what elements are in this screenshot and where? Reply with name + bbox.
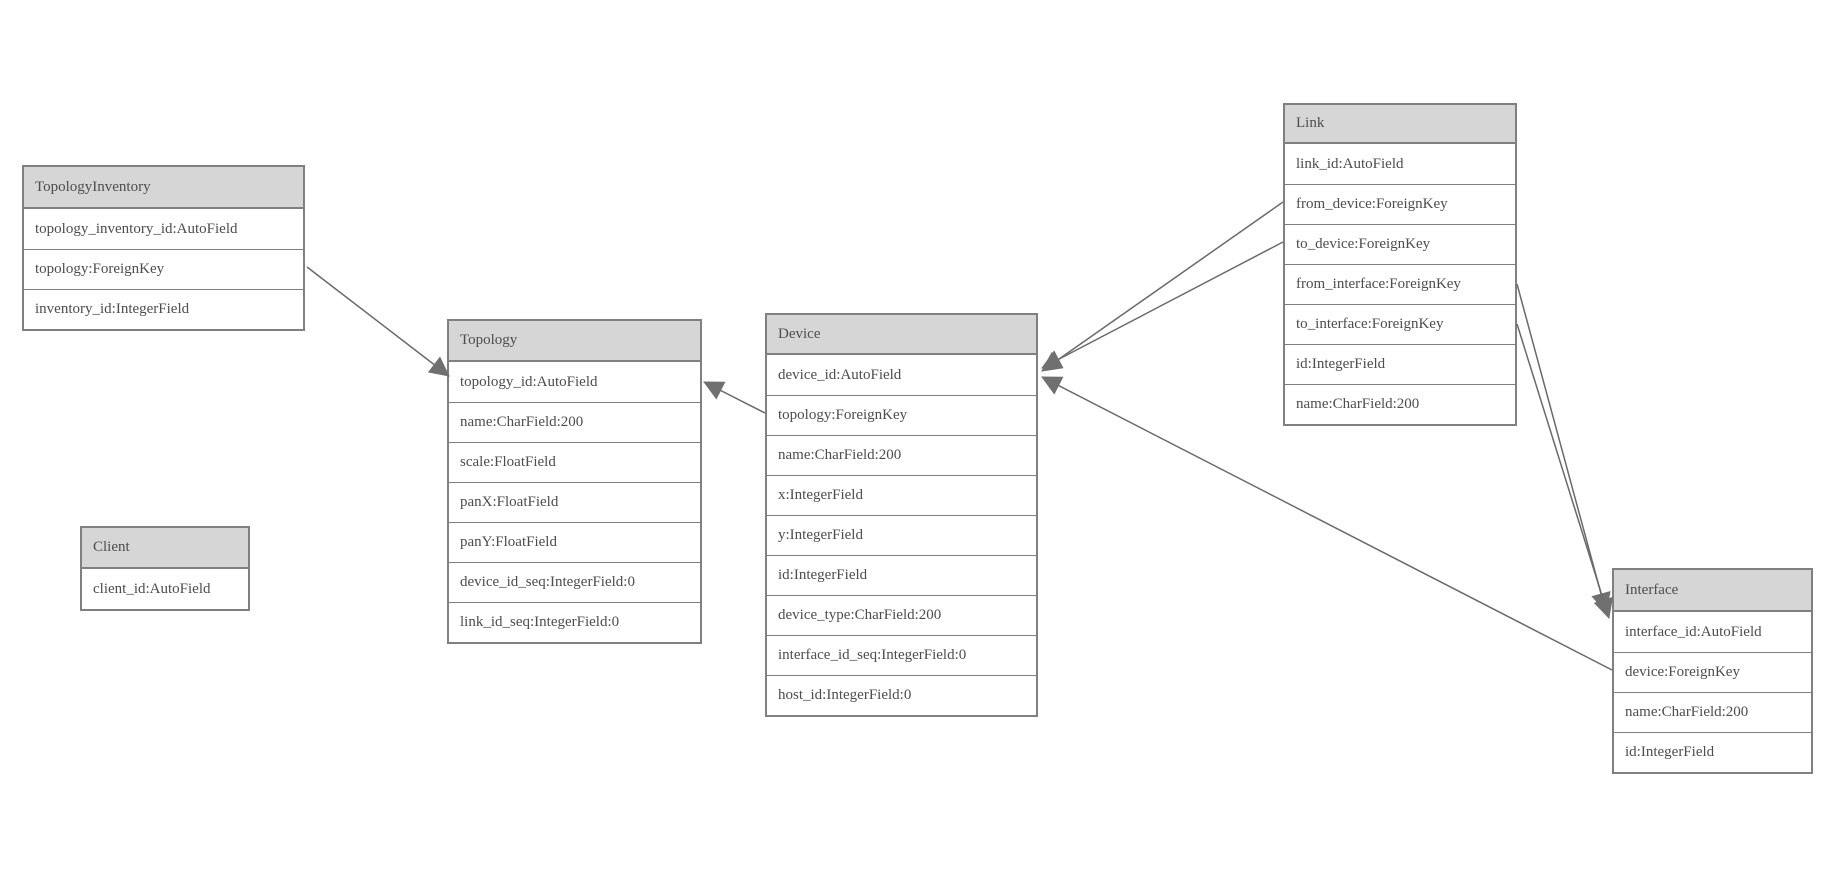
entity-topology-field-name: name:CharField:200	[449, 402, 700, 442]
entity-link-field-from_device: from_device:ForeignKey	[1285, 184, 1515, 224]
entity-link-field-from_interface: from_interface:ForeignKey	[1285, 264, 1515, 304]
entity-topology-field-device_id_seq: device_id_seq:IntegerField:0	[449, 562, 700, 602]
entity-interface-field-device: device:ForeignKey	[1614, 652, 1811, 692]
entity-device-field-host_id: host_id:IntegerField:0	[767, 675, 1036, 715]
entity-device-field-id: id:IntegerField	[767, 555, 1036, 595]
entity-device-field-device_type: device_type:CharField:200	[767, 595, 1036, 635]
entity-device-field-y: y:IntegerField	[767, 515, 1036, 555]
entity-device-field-interface_id_seq: interface_id_seq:IntegerField:0	[767, 635, 1036, 675]
entity-interface-field-name: name:CharField:200	[1614, 692, 1811, 732]
entity-link-field-link_id: link_id:AutoField	[1285, 144, 1515, 184]
entity-topology-field-link_id_seq: link_id_seq:IntegerField:0	[449, 602, 700, 642]
entity-topology-inventory-field-topology_inventory_id: topology_inventory_id:AutoField	[24, 209, 303, 249]
entity-device-field-name: name:CharField:200	[767, 435, 1036, 475]
entity-topology-field-panY: panY:FloatField	[449, 522, 700, 562]
entity-device-field-device_id: device_id:AutoField	[767, 355, 1036, 395]
entity-topology-field-panX: panX:FloatField	[449, 482, 700, 522]
entity-client-title: Client	[82, 528, 248, 569]
entity-topology-field-topology_id: topology_id:AutoField	[449, 362, 700, 402]
entity-link-field-name: name:CharField:200	[1285, 384, 1515, 424]
entity-topology-title: Topology	[449, 321, 700, 362]
entity-interface-title: Interface	[1614, 570, 1811, 612]
entity-link-field-to_interface: to_interface:ForeignKey	[1285, 304, 1515, 344]
relation-link-from-device	[1041, 201, 1284, 372]
relation-topologyinventory-topology	[306, 266, 450, 377]
entity-interface-field-interface_id: interface_id:AutoField	[1614, 612, 1811, 652]
entity-client-field-client_id: client_id:AutoField	[82, 569, 248, 609]
entity-topology-field-scale: scale:FloatField	[449, 442, 700, 482]
entity-device-title: Device	[767, 315, 1036, 355]
entity-link-field-to_device: to_device:ForeignKey	[1285, 224, 1515, 264]
entity-interface-field-id: id:IntegerField	[1614, 732, 1811, 772]
relation-link-from-interface	[1516, 283, 1611, 613]
relation-link-to-device	[1041, 241, 1284, 369]
entity-topology-inventory-title: TopologyInventory	[24, 167, 303, 209]
entity-device-field-x: x:IntegerField	[767, 475, 1036, 515]
entity-link-field-id: id:IntegerField	[1285, 344, 1515, 384]
relation-device-topology	[703, 381, 766, 414]
relation-link-to-interface	[1516, 323, 1613, 619]
entity-topology-inventory-field-topology: topology:ForeignKey	[24, 249, 303, 289]
entity-link-title: Link	[1285, 105, 1515, 144]
entity-device-field-topology: topology:ForeignKey	[767, 395, 1036, 435]
entity-topology-inventory-field-inventory_id: inventory_id:IntegerField	[24, 289, 303, 329]
